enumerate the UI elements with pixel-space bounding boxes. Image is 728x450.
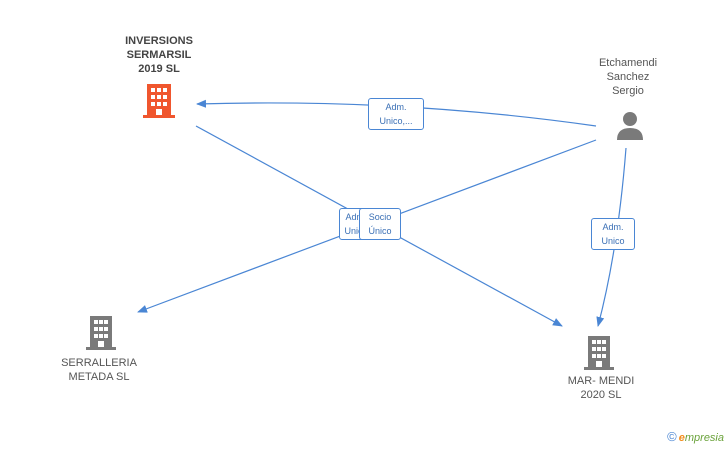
node-label-marmendi: MAR- MENDI 2020 SL (567, 375, 635, 401)
node-label-serralleria: SERRALLERIA METADA SL (61, 357, 137, 383)
copyright-icon: © (667, 429, 677, 444)
edge-label-adm-unico-top[interactable]: Adm. Unico,... (368, 98, 424, 130)
empresia-logo: ©empresia (667, 429, 724, 444)
brand-name: mpresia (684, 432, 724, 444)
brand-initial: e (678, 432, 685, 444)
building-icon[interactable] (584, 336, 614, 370)
edge-label-socio-unico[interactable]: Socio Único (359, 208, 401, 240)
building-icon[interactable] (143, 84, 175, 118)
building-icon[interactable] (86, 316, 116, 350)
edge-label-adm-unico-right[interactable]: Adm. Unico (591, 218, 635, 250)
node-label-etchamendi: Etchamendi Sanchez Sergio (598, 57, 658, 97)
node-label-inversions: INVERSIONS SERMARSIL 2019 SL (125, 35, 193, 75)
person-icon[interactable] (615, 110, 645, 140)
